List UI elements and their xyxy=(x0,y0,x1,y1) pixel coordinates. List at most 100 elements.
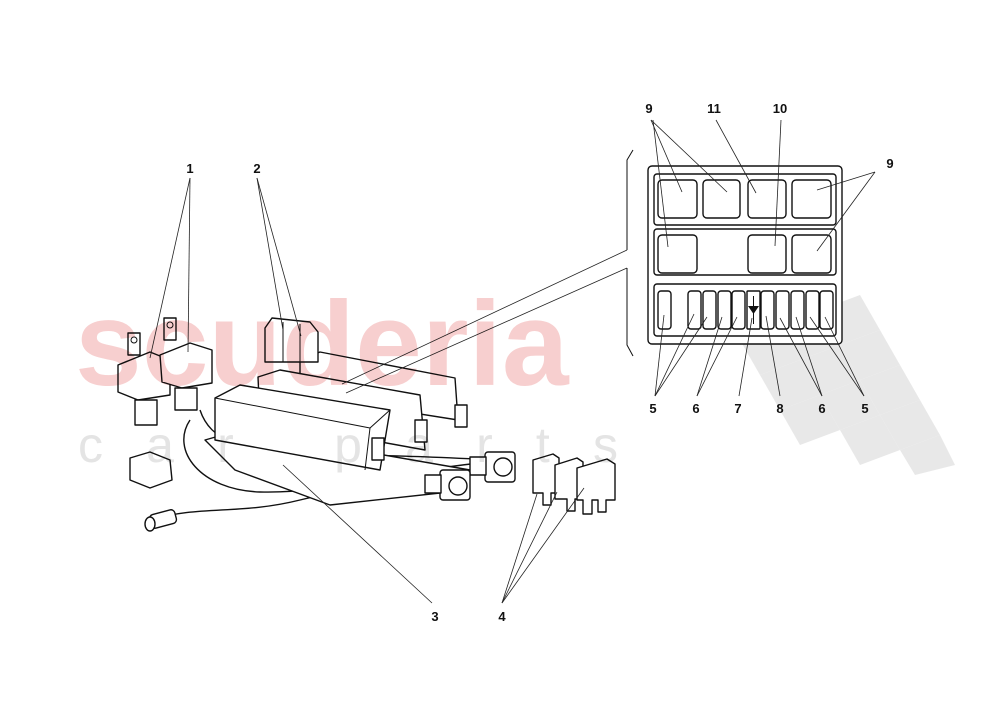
cable-plug xyxy=(144,509,178,532)
connector-socket xyxy=(448,476,468,496)
relay-socket xyxy=(174,387,198,411)
edge-line xyxy=(214,397,371,429)
relay-body xyxy=(159,342,213,389)
callout-9-right: 9 xyxy=(886,156,893,171)
mount-hole xyxy=(166,321,174,329)
fuse xyxy=(576,458,616,515)
leader-line xyxy=(715,119,757,194)
fuse-slot xyxy=(760,290,775,330)
fuse-body xyxy=(576,458,616,515)
relay-slot xyxy=(747,179,787,219)
callout-6-left: 6 xyxy=(692,401,699,416)
leader-line xyxy=(650,119,683,193)
fuse-slot xyxy=(731,290,746,330)
leader-line xyxy=(149,177,191,359)
leader-line xyxy=(652,119,669,248)
callout-4: 4 xyxy=(498,609,506,624)
fuse-box-layout-inset: 9 11 10 9 5 6 7 8 6 5 xyxy=(626,101,894,416)
relay-slot xyxy=(702,179,741,219)
relay-body xyxy=(264,317,319,363)
mount-hole xyxy=(130,336,138,344)
callout-3: 3 xyxy=(431,609,438,624)
leader-line xyxy=(654,313,695,397)
leader-line xyxy=(256,177,302,337)
callout-9-left: 9 xyxy=(645,101,652,116)
callout-11: 11 xyxy=(707,101,721,116)
leader-line xyxy=(795,316,823,397)
connector xyxy=(129,451,173,489)
leader-line xyxy=(696,316,738,397)
callout-2: 2 xyxy=(253,161,260,176)
leader-line xyxy=(824,316,865,397)
plug-end xyxy=(144,516,156,532)
leader-line xyxy=(809,316,865,397)
round-connector xyxy=(469,451,516,483)
leader-line xyxy=(816,171,876,252)
maxi-fuses xyxy=(532,453,616,515)
leader-line xyxy=(501,493,538,604)
connector-shell xyxy=(469,456,487,476)
inset-pointer-line xyxy=(341,249,628,385)
relay-socket xyxy=(134,399,158,426)
inset-pointer-line xyxy=(345,267,628,394)
fuse-box-assembly xyxy=(117,317,616,532)
callout-1: 1 xyxy=(186,161,193,176)
callout-8: 8 xyxy=(776,401,783,416)
callout-7: 7 xyxy=(734,401,741,416)
inset-bracket xyxy=(626,149,634,357)
leader-lines xyxy=(149,177,628,604)
relay-slot xyxy=(657,234,698,274)
connector-socket xyxy=(493,457,513,477)
leader-line xyxy=(650,119,728,193)
connector-shell xyxy=(424,474,442,494)
inset-leader-lines xyxy=(650,119,876,397)
relay-slot xyxy=(657,179,698,219)
leader-line xyxy=(738,317,753,397)
fuse-slot xyxy=(657,290,672,330)
round-connector xyxy=(424,469,471,501)
fuse-body xyxy=(554,457,584,512)
leader-line xyxy=(765,315,781,397)
fuse-slots xyxy=(657,290,834,330)
leader-line xyxy=(654,314,665,397)
callout-5-right: 5 xyxy=(861,401,868,416)
watermark-brand: scuderia xyxy=(75,277,570,411)
watermark: scuderia car parts xyxy=(75,277,618,473)
relay-row-1 xyxy=(653,173,837,226)
callout-5-left: 5 xyxy=(649,401,656,416)
leader-line xyxy=(654,316,708,397)
relay-slot xyxy=(791,234,832,274)
leader-line xyxy=(187,177,191,353)
fuse-slot xyxy=(702,290,717,330)
fuse-slot xyxy=(819,290,834,330)
relay-slot xyxy=(747,234,787,274)
fuse xyxy=(554,457,584,512)
fuse-body xyxy=(532,453,560,506)
leader-line xyxy=(501,491,558,604)
leader-line xyxy=(696,316,723,397)
callout-6-right: 6 xyxy=(818,401,825,416)
clip xyxy=(414,419,428,443)
fuse-slot xyxy=(790,290,805,330)
leader-line xyxy=(501,487,585,604)
relay-1 xyxy=(117,332,171,426)
relay-slot xyxy=(791,179,832,219)
edge-line xyxy=(364,427,371,471)
fuse-slot xyxy=(805,290,820,330)
leader-line xyxy=(816,171,876,191)
clip xyxy=(371,437,385,461)
callout-10: 10 xyxy=(773,101,787,116)
leader-line xyxy=(282,464,433,604)
relay-1b xyxy=(159,317,213,411)
relay-body xyxy=(117,351,171,401)
fuse xyxy=(532,453,560,506)
fuse-slot xyxy=(775,290,790,330)
leader-line xyxy=(779,317,823,397)
clip xyxy=(454,404,468,428)
leader-line xyxy=(256,177,284,331)
leader-line xyxy=(774,119,782,247)
edge-line xyxy=(369,409,391,429)
watermark-tagline: car parts xyxy=(78,417,618,473)
